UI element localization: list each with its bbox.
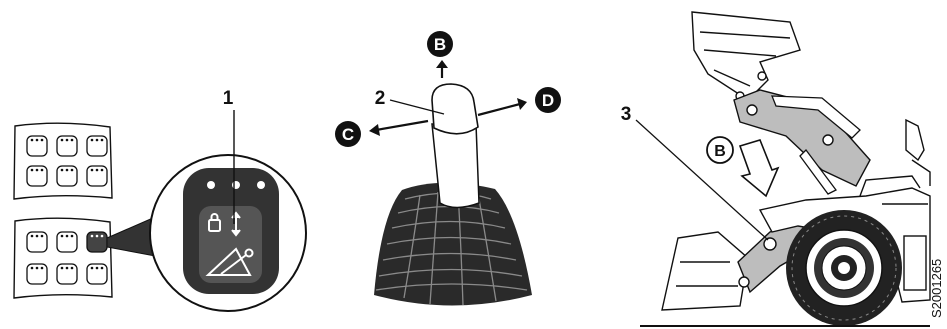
wheel-loader-group: B [621,12,944,326]
lowered-bucket [662,232,748,310]
direction-c-badge: C [335,121,361,147]
joystick-grip [432,84,478,134]
magnifier-circle [150,155,306,311]
arrow-d [478,104,520,115]
joystick-stick [432,124,479,208]
button-panel-upper [14,123,112,199]
direction-b-label: B [434,35,446,54]
direction-d-label: D [542,91,554,110]
raised-bucket [692,12,800,100]
joystick-group: B C D 2 [335,31,561,306]
button-panel-group: 1 [14,88,306,311]
button-panel-lower [14,218,112,298]
arrow-c [376,121,428,130]
callout-3-label: 3 [621,104,632,125]
direction-c-label: C [342,125,354,144]
figure-code: S2001265 [929,259,944,318]
motion-arrow-b-label: B [714,143,726,160]
loader-front-wheel [786,210,902,326]
direction-d-badge: D [535,87,561,113]
callout-1-label: 1 [223,88,234,109]
motion-arrow-b: B [707,137,778,196]
callout-2-label: 2 [375,88,386,109]
direction-b-badge: B [427,31,453,57]
